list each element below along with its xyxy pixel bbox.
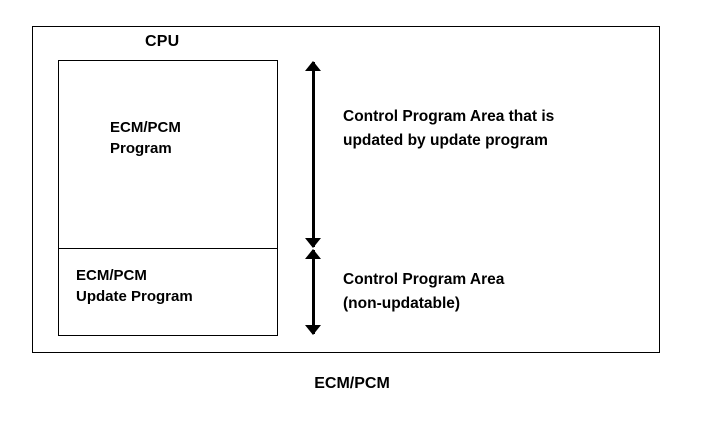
- lower-range-arrow: [303, 249, 323, 335]
- arrow-head-up-icon: [305, 249, 321, 259]
- arrow-shaft: [312, 250, 315, 334]
- diagram-caption: ECM/PCM: [314, 375, 390, 392]
- upper-range-arrow: [303, 61, 323, 248]
- arrow-head-up-icon: [305, 61, 321, 71]
- arrow-head-down-icon: [305, 238, 321, 248]
- arrow-head-down-icon: [305, 325, 321, 335]
- region-label-update-program: ECM/PCM Update Program: [76, 267, 193, 305]
- callout-updatable-area: Control Program Area that is updated by …: [343, 108, 555, 149]
- region-label-program: ECM/PCM Program: [110, 119, 181, 157]
- memory-map-box: [58, 60, 278, 336]
- arrow-shaft: [312, 62, 315, 247]
- callout-non-updatable-area: Control Program Area (non-updatable): [343, 271, 505, 312]
- memory-region-divider: [58, 248, 278, 249]
- cpu-label: CPU: [145, 33, 180, 50]
